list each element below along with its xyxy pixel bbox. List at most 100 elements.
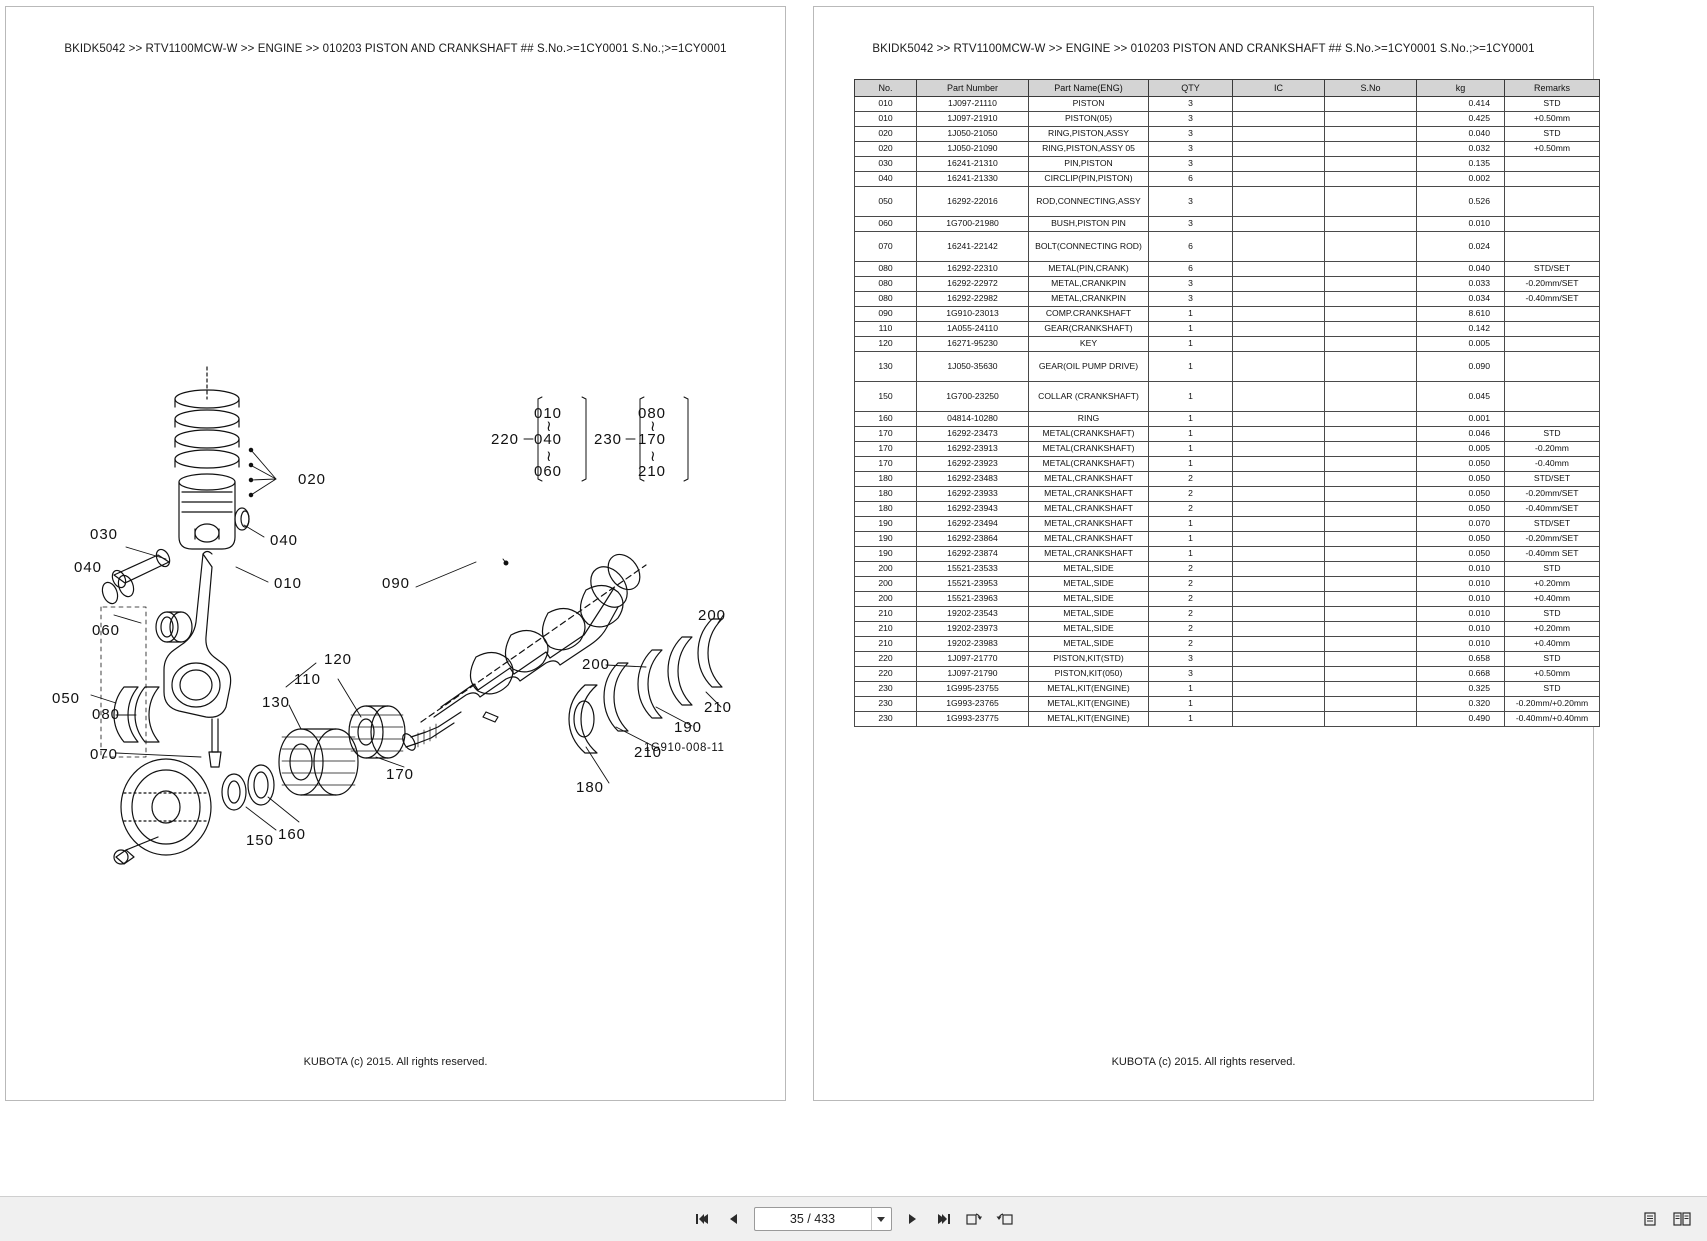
cell-sno xyxy=(1324,591,1417,607)
previous-page-button[interactable] xyxy=(723,1208,745,1230)
cell-qty: 1 xyxy=(1148,711,1233,727)
cell-part-number: 19202-23983 xyxy=(916,636,1029,652)
cell-no: 190 xyxy=(854,516,917,532)
cell-qty: 2 xyxy=(1148,636,1233,652)
cell-no: 230 xyxy=(854,696,917,712)
page-dropdown-caret[interactable] xyxy=(870,1208,891,1230)
svg-text:040: 040 xyxy=(270,532,298,549)
cell-part-name: METAL,CRANKSHAFT xyxy=(1028,486,1149,502)
cell-remarks: +0.20mm xyxy=(1504,621,1600,637)
cell-part-name: METAL,CRANKSHAFT xyxy=(1028,531,1149,547)
cell-no: 090 xyxy=(854,306,917,322)
page-number-selector[interactable]: 35 / 433 xyxy=(753,1207,892,1231)
next-page-button[interactable] xyxy=(901,1208,923,1230)
cell-sno xyxy=(1324,666,1417,682)
cell-kg: 0.024 xyxy=(1416,231,1505,262)
first-page-button[interactable] xyxy=(692,1208,714,1230)
svg-text:200: 200 xyxy=(582,656,610,673)
cell-part-name: RING,PISTON,ASSY xyxy=(1028,126,1149,142)
svg-text:≀: ≀ xyxy=(546,418,553,435)
cell-part-number: 1G700-21980 xyxy=(916,216,1029,232)
cell-sno xyxy=(1324,681,1417,697)
svg-text:180: 180 xyxy=(576,779,604,796)
cell-no: 180 xyxy=(854,486,917,502)
cell-remarks: STD xyxy=(1504,96,1600,112)
cell-kg: 0.050 xyxy=(1416,471,1505,487)
cell-ic xyxy=(1232,276,1325,292)
single-page-view-button[interactable] xyxy=(1639,1208,1661,1230)
cell-no: 010 xyxy=(854,96,917,112)
cell-part-name: PISTON xyxy=(1028,96,1149,112)
cell-kg: 0.040 xyxy=(1416,261,1505,277)
cell-kg: 8.610 xyxy=(1416,306,1505,322)
cell-sno xyxy=(1324,606,1417,622)
double-page-view-button[interactable] xyxy=(1671,1208,1693,1230)
cell-ic xyxy=(1232,666,1325,682)
last-page-button[interactable] xyxy=(932,1208,954,1230)
rotate-clockwise-button[interactable] xyxy=(963,1208,985,1230)
svg-text:040: 040 xyxy=(74,559,102,576)
cell-part-name: METAL,KIT(ENGINE) xyxy=(1028,681,1149,697)
cell-qty: 3 xyxy=(1148,291,1233,307)
page-left-diagram[interactable]: BKIDK5042 >> RTV1100MCW-W >> ENGINE >> 0… xyxy=(5,6,786,1101)
cell-kg: 0.001 xyxy=(1416,411,1505,427)
cell-part-number: 16241-21310 xyxy=(916,156,1029,172)
cell-kg: 0.135 xyxy=(1416,156,1505,172)
cell-no: 230 xyxy=(854,711,917,727)
cell-qty: 1 xyxy=(1148,336,1233,352)
cell-no: 120 xyxy=(854,336,917,352)
single-page-view-icon xyxy=(1644,1212,1656,1226)
cell-part-number: 04814-10280 xyxy=(916,411,1029,427)
page-right-parts-list[interactable]: BKIDK5042 >> RTV1100MCW-W >> ENGINE >> 0… xyxy=(813,6,1600,1101)
cell-part-name: BUSH,PISTON PIN xyxy=(1028,216,1149,232)
cell-qty: 3 xyxy=(1148,156,1233,172)
col-header-qty: QTY xyxy=(1148,79,1233,97)
rotate-counter-clockwise-button[interactable] xyxy=(994,1208,1016,1230)
cell-qty: 6 xyxy=(1148,231,1233,262)
cell-no: 130 xyxy=(854,351,917,382)
cell-part-number: 16292-22982 xyxy=(916,291,1029,307)
cell-no: 020 xyxy=(854,141,917,157)
cell-remarks: STD/SET xyxy=(1504,471,1600,487)
cell-no: 010 xyxy=(854,111,917,127)
